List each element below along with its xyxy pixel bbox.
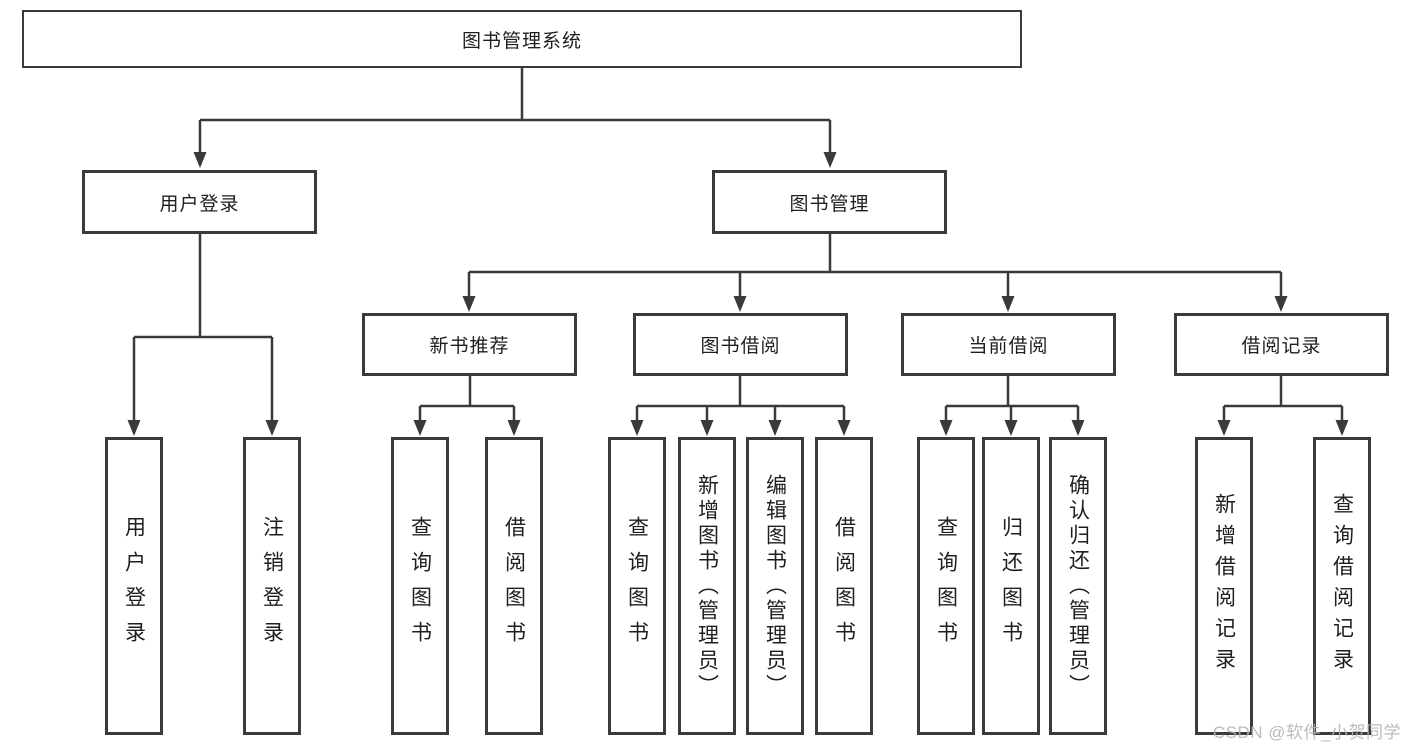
leaf-query-borrow-record-label: 查询借阅记录: [1330, 493, 1354, 679]
leaf-query-books-borrow-label: 查询图书: [625, 516, 649, 656]
leaf-logout: 注销登录: [243, 437, 301, 735]
leaf-return-book: 归还图书: [982, 437, 1040, 735]
leaf-add-book-admin-label: 新增图书（管理员）: [695, 473, 719, 699]
node-book-borrow: 图书借阅: [633, 313, 848, 376]
leaf-edit-book-admin-label: 编辑图书（管理员）: [763, 473, 787, 699]
csdn-watermark: CSDN @软件_小贺同学: [1212, 723, 1401, 742]
leaf-add-book-admin: 新增图书（管理员）: [678, 437, 736, 735]
node-book-borrow-label: 图书借阅: [700, 336, 781, 357]
leaf-confirm-return-admin: 确认归还（管理员）: [1049, 437, 1107, 735]
leaf-query-books-recommend-label: 查询图书: [408, 516, 432, 656]
node-book-management: 图书管理: [712, 170, 947, 234]
leaf-query-borrow-record: 查询借阅记录: [1313, 437, 1371, 735]
node-user-login-label: 用户登录: [159, 193, 240, 215]
leaf-add-borrow-record: 新增借阅记录: [1195, 437, 1253, 735]
node-book-management-label: 图书管理: [789, 193, 870, 215]
node-borrow-records-label: 借阅记录: [1241, 336, 1322, 357]
leaf-logout-label: 注销登录: [260, 516, 284, 656]
node-new-book-recommend: 新书推荐: [362, 313, 577, 376]
leaf-query-books-recommend: 查询图书: [391, 437, 449, 735]
leaf-query-books-current: 查询图书: [917, 437, 975, 735]
leaf-user-login-label: 用户登录: [122, 516, 146, 656]
leaf-borrow-books-recommend: 借阅图书: [485, 437, 543, 735]
leaf-edit-book-admin: 编辑图书（管理员）: [746, 437, 804, 735]
leaf-borrow-books: 借阅图书: [815, 437, 873, 735]
leaf-query-books-current-label: 查询图书: [934, 516, 958, 656]
node-current-borrow: 当前借阅: [901, 313, 1116, 376]
node-new-book-recommend-label: 新书推荐: [429, 336, 510, 357]
node-root: 图书管理系统: [22, 10, 1022, 68]
leaf-query-books-borrow: 查询图书: [608, 437, 666, 735]
leaf-return-book-label: 归还图书: [999, 516, 1023, 656]
node-borrow-records: 借阅记录: [1174, 313, 1389, 376]
node-root-label: 图书管理系统: [461, 30, 582, 52]
leaf-add-borrow-record-label: 新增借阅记录: [1212, 493, 1236, 679]
leaf-borrow-books-recommend-label: 借阅图书: [502, 516, 526, 656]
leaf-user-login: 用户登录: [105, 437, 163, 735]
node-current-borrow-label: 当前借阅: [968, 336, 1049, 357]
arrowheads: [127, 152, 1349, 436]
leaf-confirm-return-admin-label: 确认归还（管理员）: [1066, 473, 1090, 699]
node-user-login: 用户登录: [82, 170, 317, 234]
leaf-borrow-books-label: 借阅图书: [832, 516, 856, 656]
